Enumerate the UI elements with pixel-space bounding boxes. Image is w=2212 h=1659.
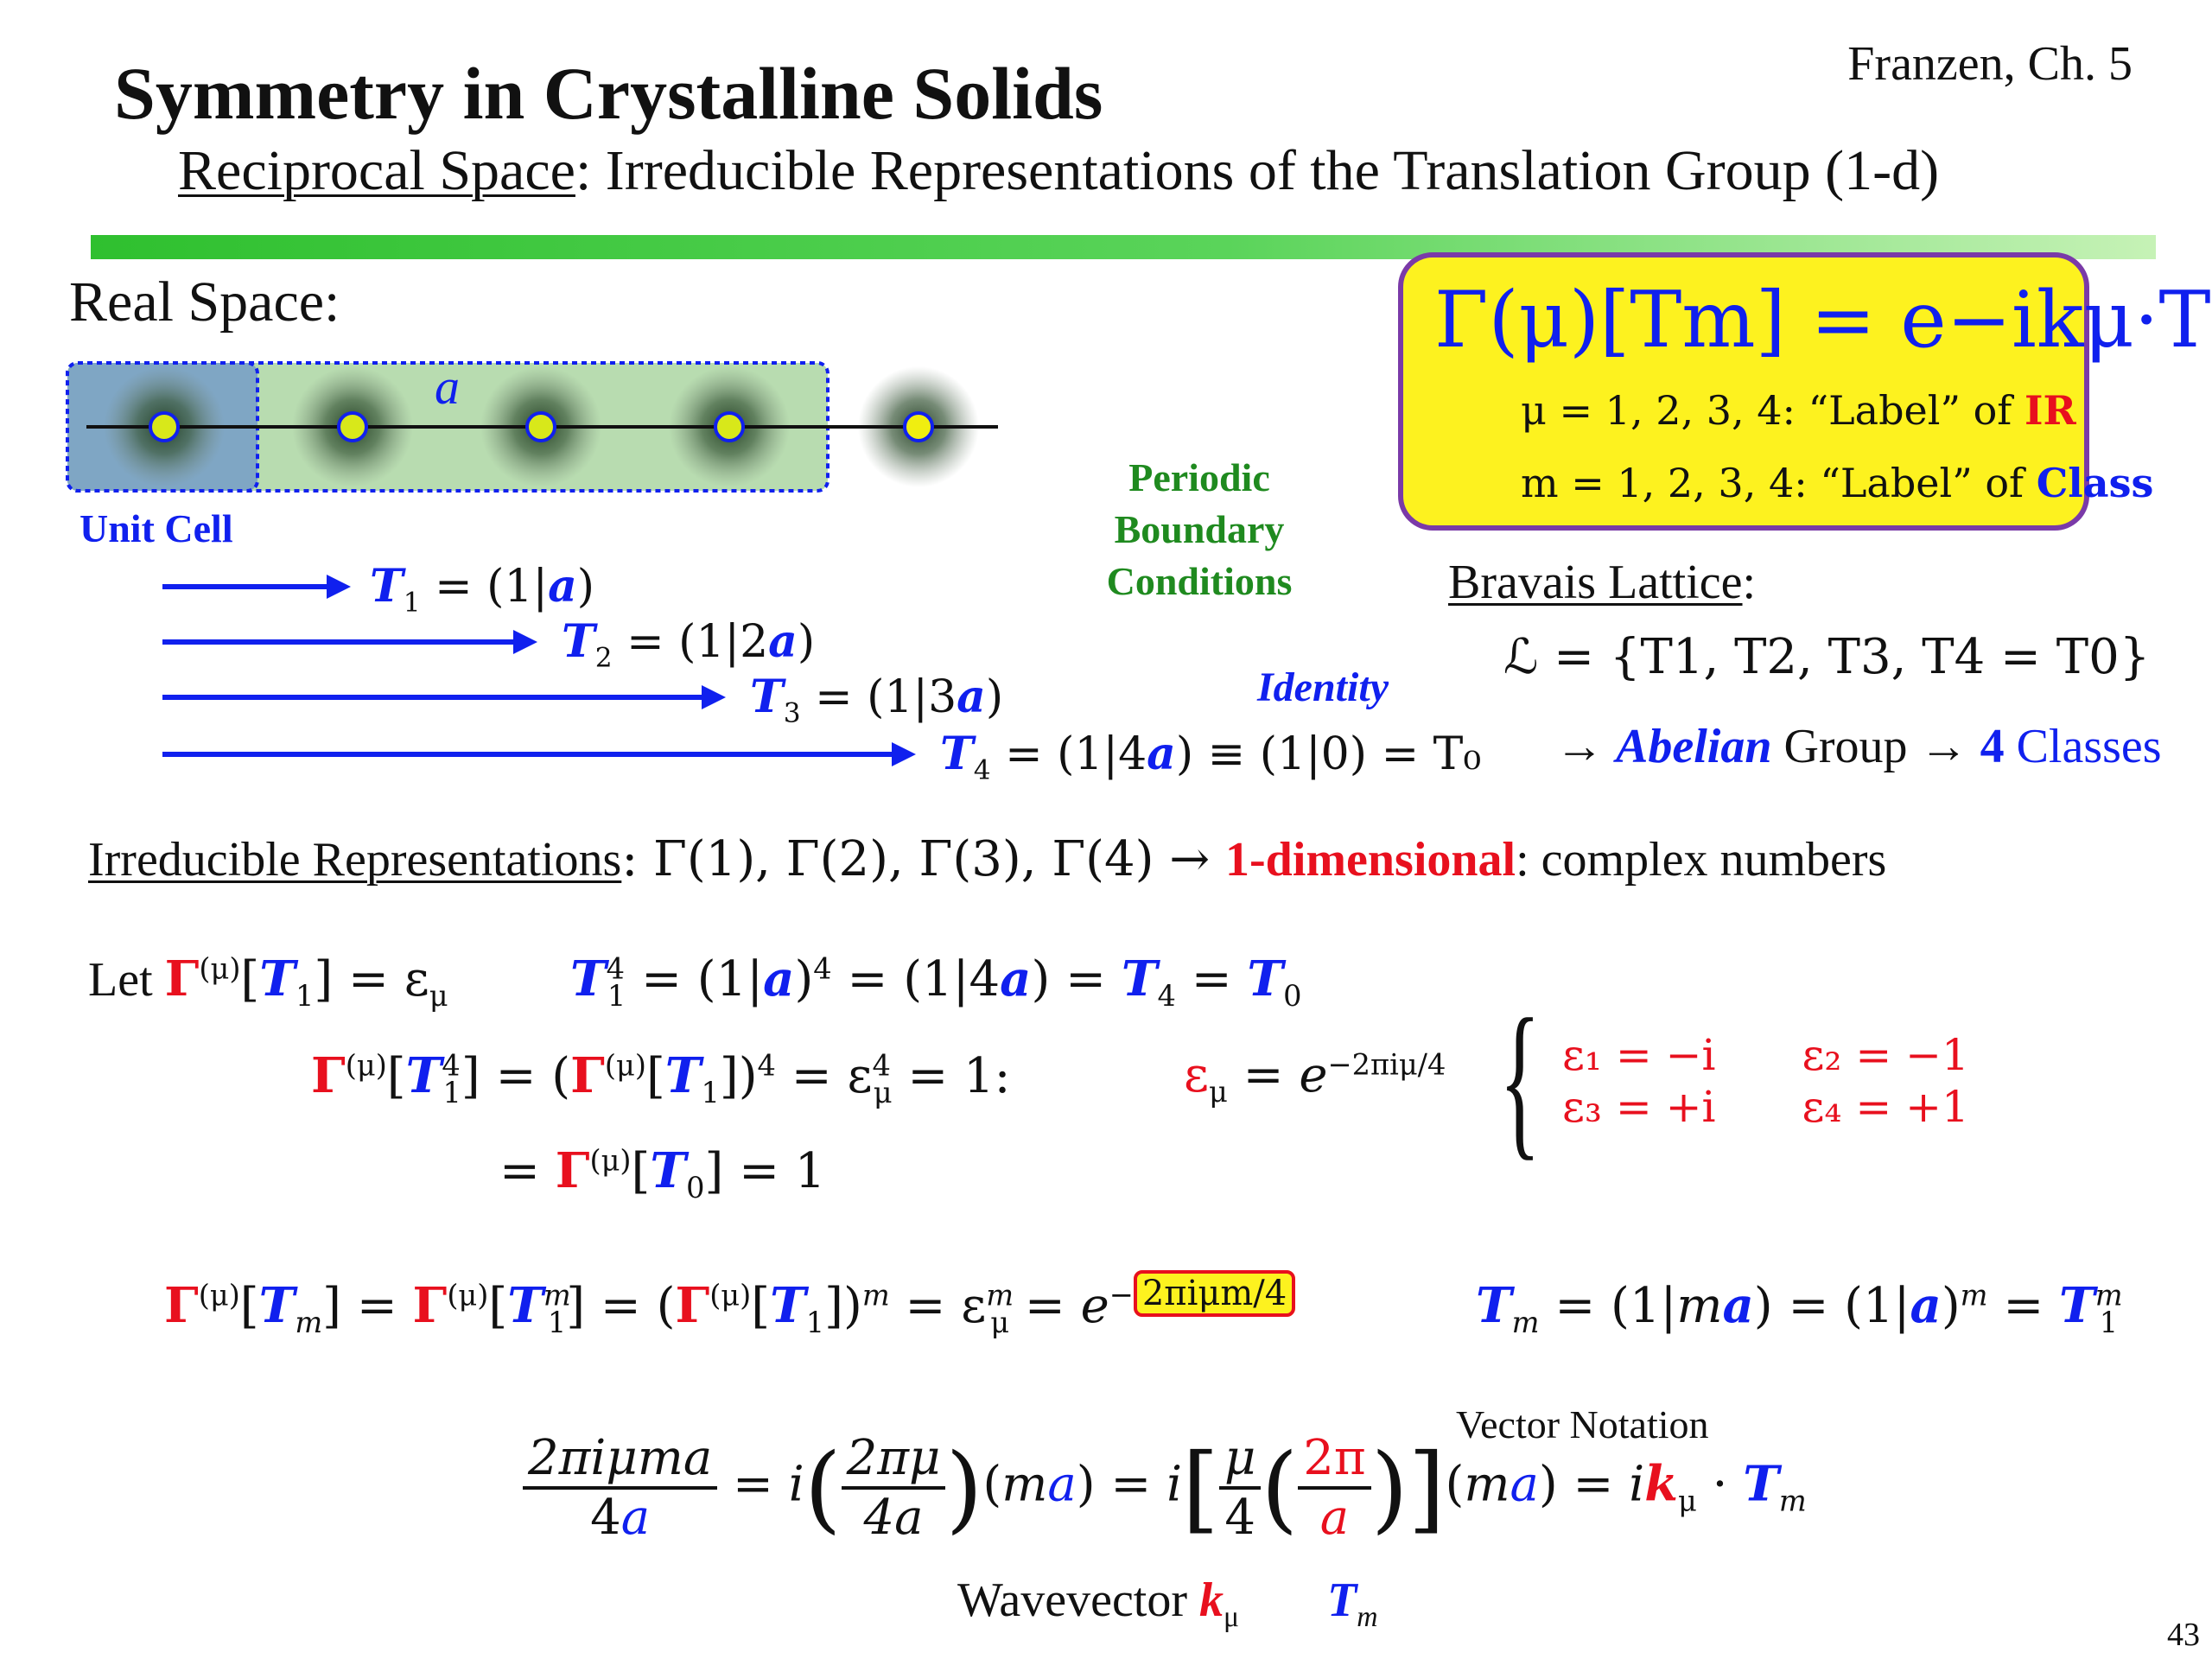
translation-arrow-1 xyxy=(162,575,351,599)
tm-definition: Tm = (1|ma) = (1|a)m = Tm1 xyxy=(1476,1277,2123,1340)
key-formula-box xyxy=(1398,252,2089,531)
identity-label: Identity xyxy=(1257,664,1389,710)
lattice-atom xyxy=(714,411,745,442)
translation-arrow-4 xyxy=(162,742,916,766)
eps-mu-definition: εμ = e−2πiμ/4 xyxy=(1184,1047,1446,1109)
lattice-diagram xyxy=(66,361,998,493)
wavevector-label: Wavevector kμ xyxy=(957,1573,1240,1634)
lattice-constant-label: a xyxy=(435,359,460,415)
bravais-lattice-heading: Bravais Lattice: xyxy=(1448,556,1757,609)
periodic-boundary-label: Periodic Boundary Conditions xyxy=(1106,455,1293,603)
slide-title: Symmetry in Crystalline Solids xyxy=(114,52,1103,135)
translation-label-1: T1 = (1|a) xyxy=(370,560,595,619)
gamma-tm-equation: Γ(μ)[Tm] = Γ(μ)[Tm1] = (Γ(μ)[T1])m = εmμ… xyxy=(164,1270,1296,1337)
translation-label-4: T4 = (1|4a) ≡ (1|0) = T₀ xyxy=(940,728,1482,786)
key-formula: Γ(μ)[Tm] = e−ikμ·Tm xyxy=(1434,275,2212,365)
lattice-atom xyxy=(149,411,180,442)
page-number: 43 xyxy=(2167,1617,2200,1653)
real-space-label: Real Space: xyxy=(69,270,340,334)
mu-label-line: μ = 1, 2, 3, 4: “Label” of IR xyxy=(1521,387,2076,434)
lattice-atom xyxy=(903,411,934,442)
unit-cell-label: Unit Cell xyxy=(79,506,233,550)
translation-label-3: T3 = (1|3a) xyxy=(750,671,1004,729)
subtitle-rest: : Irreducible Representations of the Tra… xyxy=(575,139,1940,202)
vector-notation-label: Vector Notation xyxy=(1456,1402,1709,1446)
abelian-statement: → Abelian Group → 4 Classes xyxy=(1555,720,2162,773)
gamma-t1-4: Γ(μ)[T41] = (Γ(μ)[T1])4 = ε4μ = 1: xyxy=(311,1047,1011,1110)
gamma-t0: = Γ(μ)[T0] = 1 xyxy=(499,1142,826,1205)
translation-label-2: T2 = (1|2a) xyxy=(562,615,816,674)
bravais-set: ℒ = {T1, T2, T3, T4 = T0} xyxy=(1503,629,2151,685)
slide-subtitle: Reciprocal Space: Irreducible Representa… xyxy=(178,138,1939,204)
exponent-highlight: 2πiμm/4 xyxy=(1133,1270,1296,1318)
irreducible-representations-line: Irreducible Representations: Γ(1), Γ(2),… xyxy=(88,831,1887,887)
let-equation: Let Γ(μ)[T1] = εμ xyxy=(88,950,448,1014)
lattice-atom xyxy=(337,411,368,442)
translation-arrow-3 xyxy=(162,685,726,709)
lattice-atom xyxy=(525,411,556,442)
tm-bottom-label: Tm xyxy=(1327,1573,1378,1634)
translation-arrow-2 xyxy=(162,630,537,654)
author-reference: Franzen, Ch. 5 xyxy=(1847,37,2133,91)
cases-brace: { xyxy=(1499,984,1541,1175)
t1-fourth-power: T41 = (1|a)4 = (1|4a) = T4 = T0 xyxy=(570,950,1302,1014)
m-label-line: m = 1, 2, 3, 4: “Label” of Class xyxy=(1521,460,2154,506)
subtitle-underlined: Reciprocal Space xyxy=(178,139,575,202)
